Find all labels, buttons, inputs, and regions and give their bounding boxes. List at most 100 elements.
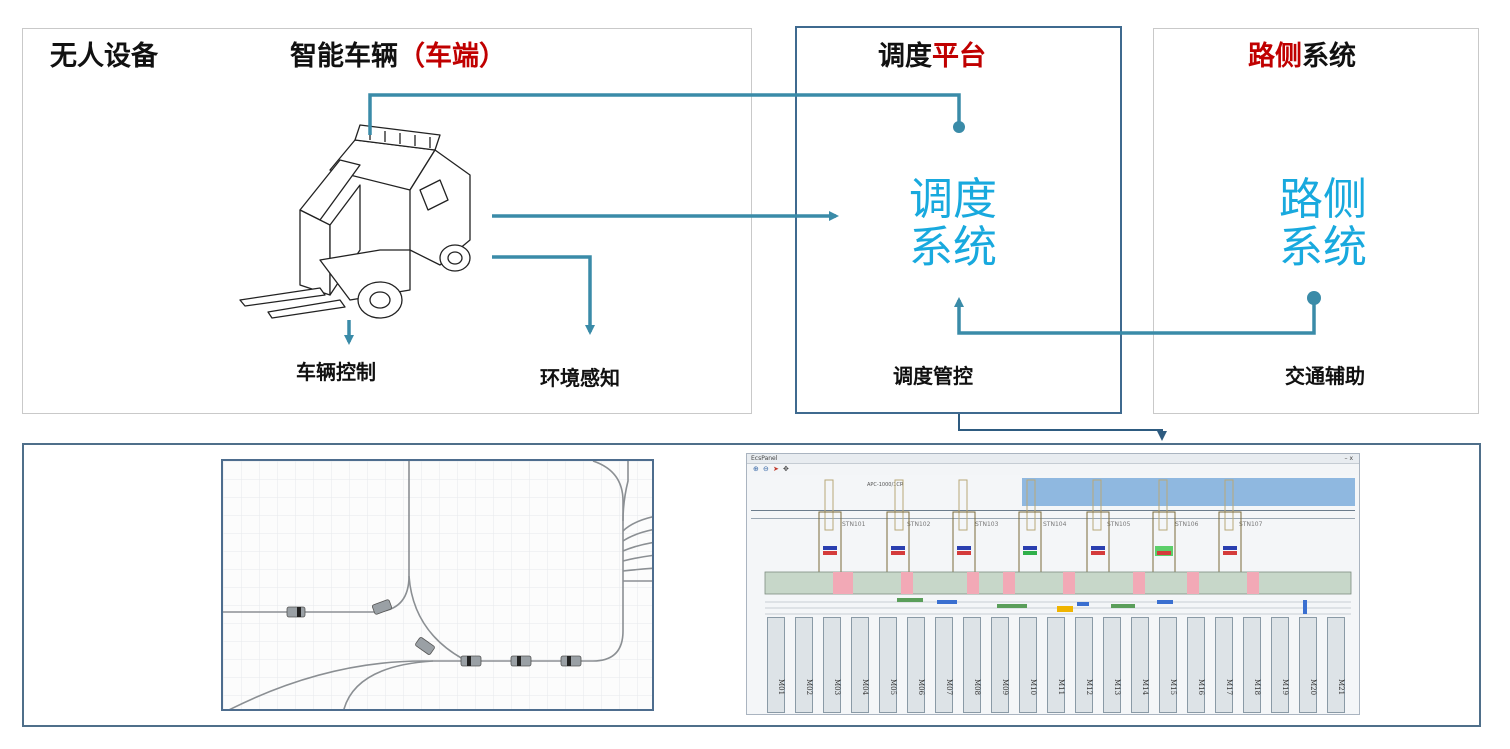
ecs-monitor-window: EcsPanel – x ⊕ ⊖ ➤ ✥ APC-1000/1CR STN101…	[746, 453, 1360, 715]
storage-cell	[879, 617, 897, 713]
agv-vehicle-marker	[567, 656, 571, 666]
agv-vehicle-marker	[467, 656, 471, 666]
cell-label: M15	[1169, 679, 1177, 696]
vehicle-title-main: 智能车辆	[290, 41, 398, 72]
header-band	[1022, 478, 1355, 506]
pointer-icon[interactable]: ➤	[773, 465, 779, 473]
storage-cell	[935, 617, 953, 713]
dispatch-control-label: 调度管控	[893, 364, 973, 388]
pan-icon[interactable]: ✥	[783, 465, 789, 473]
perception-arrow	[492, 255, 595, 335]
dispatch-title-highlight: 平台	[932, 41, 986, 72]
agv-vehicle-marker	[517, 656, 521, 666]
station-towers	[824, 479, 1234, 531]
roadside-big-line2: 系统	[1279, 222, 1367, 273]
dispatch-big-line1: 调度	[909, 174, 997, 225]
storage-cell	[1327, 617, 1345, 713]
storage-cell	[795, 617, 813, 713]
cell-label: M18	[1253, 679, 1261, 696]
window-controls[interactable]: – x	[1344, 455, 1353, 462]
cell-label: M05	[889, 679, 897, 696]
cell-label: M08	[973, 679, 981, 696]
cell-label: M12	[1085, 679, 1093, 696]
agv-vehicle-marker	[297, 607, 301, 617]
station-label: STN106	[1175, 521, 1199, 528]
traffic-assist-label: 交通辅助	[1285, 364, 1365, 388]
storage-cell	[1019, 617, 1037, 713]
cell-label: M06	[917, 679, 925, 696]
moving-carriers	[897, 598, 1307, 614]
dispatch-to-monitor-arrow	[958, 414, 1167, 441]
monitor-graphic	[764, 479, 1352, 615]
vehicle-to-dispatch-link	[368, 93, 961, 135]
storage-cell	[1159, 617, 1177, 713]
storage-cell	[823, 617, 841, 713]
buffer-slots	[833, 572, 1259, 594]
zoom-in-icon[interactable]: ⊕	[753, 465, 759, 473]
roadside-title: 路侧系统	[1248, 34, 1356, 73]
storage-cell	[1243, 617, 1261, 713]
vehicle-control-label: 车辆控制	[296, 360, 376, 384]
station-label: STN104	[1043, 521, 1067, 528]
storage-cell	[1075, 617, 1093, 713]
environment-perception-label: 环境感知	[540, 366, 620, 390]
station-label: STN101	[842, 521, 866, 528]
dispatch-panel	[795, 26, 1122, 414]
station-label: STN102	[907, 521, 931, 528]
vehicle-title: 智能车辆（车端）	[290, 34, 506, 73]
station-label: STN103	[975, 521, 999, 528]
roadside-panel	[1153, 28, 1479, 414]
roadside-title-main: 系统	[1302, 41, 1356, 72]
storage-cell	[1103, 617, 1121, 713]
flow-arrows	[344, 93, 1316, 345]
cell-label: M03	[833, 679, 841, 696]
road-simulation-view	[221, 459, 654, 711]
storage-cell	[1271, 617, 1289, 713]
dispatch-title-main: 调度	[878, 41, 932, 72]
storage-cell	[991, 617, 1009, 713]
dispatch-title: 调度平台	[878, 34, 986, 73]
cell-label: M10	[1029, 679, 1037, 696]
cell-label: M04	[861, 679, 869, 696]
station-label: STN105	[1107, 521, 1131, 528]
storage-cell	[1215, 617, 1233, 713]
dispatch-big-line2: 系统	[909, 222, 997, 273]
cell-label: M11	[1057, 679, 1065, 696]
road-simulation-graphic	[223, 461, 652, 709]
agv-vehicles	[286, 599, 582, 667]
storage-cell	[963, 617, 981, 713]
station-status-blocks	[823, 546, 1237, 556]
cell-label: M17	[1225, 679, 1233, 696]
cell-label: M14	[1141, 679, 1149, 696]
cell-label: M02	[805, 679, 813, 696]
cell-label: M09	[1001, 679, 1009, 696]
toolbar: ⊕ ⊖ ➤ ✥	[747, 464, 1359, 475]
cell-label: M13	[1113, 679, 1121, 696]
cell-label: M20	[1309, 679, 1317, 696]
cell-label: M19	[1281, 679, 1289, 696]
section-title: 无人设备	[50, 41, 158, 72]
roadside-title-highlight: 路侧	[1248, 41, 1302, 72]
vehicle-panel	[22, 28, 752, 414]
roadside-to-dispatch-arrow	[954, 297, 1316, 335]
zoom-out-icon[interactable]: ⊖	[763, 465, 769, 473]
agv-vehicle	[415, 637, 435, 655]
roadside-system-text: 路侧 系统	[1268, 176, 1378, 272]
cell-label: M01	[777, 679, 785, 696]
cell-label: M07	[945, 679, 953, 696]
station-label: STN107	[1239, 521, 1263, 528]
header-tag: APC-1000/1CR	[867, 482, 904, 488]
storage-cell	[907, 617, 925, 713]
storage-cell	[1047, 617, 1065, 713]
storage-cell	[1299, 617, 1317, 713]
rail-line	[751, 518, 1355, 519]
window-title: EcsPanel	[751, 455, 778, 462]
rail-line	[751, 510, 1355, 511]
storage-cell	[1131, 617, 1149, 713]
roadside-big-line1: 路侧	[1279, 174, 1367, 225]
vehicle-title-highlight: （车端）	[398, 41, 506, 72]
dispatch-system-text: 调度 系统	[898, 176, 1008, 272]
storage-cell	[1187, 617, 1205, 713]
cell-label: M16	[1197, 679, 1205, 696]
